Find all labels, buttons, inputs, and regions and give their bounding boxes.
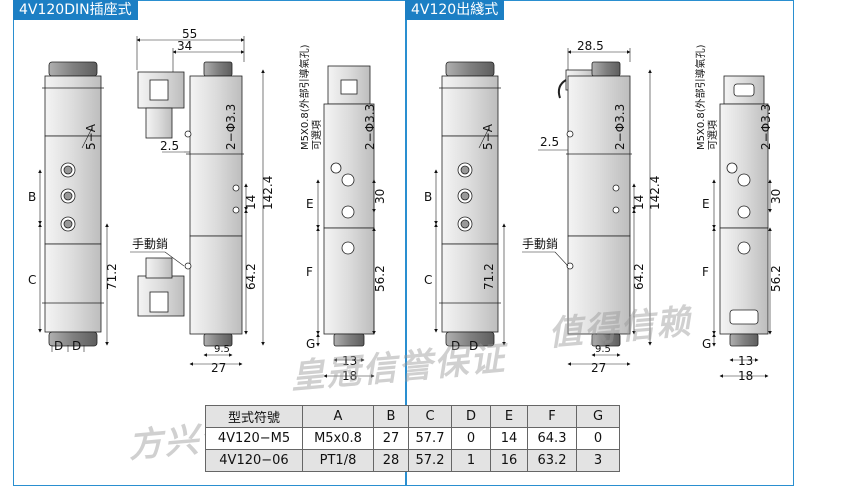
dim-G-right: G — [702, 337, 711, 351]
dim-71-2-right: 71.2 — [482, 263, 496, 290]
dim-C-left: C — [28, 273, 36, 287]
dim-30-left: 30 — [373, 189, 387, 204]
cell-C: 57.7 — [408, 427, 452, 450]
dim-30-right: 30 — [769, 189, 783, 204]
dim-F-right: F — [702, 265, 709, 279]
dim-5-A-left: 5−A — [84, 123, 98, 150]
dim-2phi-right: 2−Φ3.3 — [613, 104, 627, 150]
dim-142-4-right: 142.4 — [648, 176, 662, 210]
dim-64-2-right: 64.2 — [632, 263, 646, 290]
dim-9-5-right: 9.5 — [595, 344, 611, 355]
right-side-dims — [434, 127, 506, 346]
dim-E-left: E — [306, 197, 314, 211]
dim-34-left: 34 — [177, 39, 192, 53]
manual-pin-label-right: 手動銷 — [522, 236, 558, 251]
cell-F: 63.2 — [527, 449, 577, 472]
left-side-dims — [38, 127, 109, 352]
dim-18-left: 18 — [342, 369, 357, 383]
dim-13-left: 13 — [342, 354, 357, 368]
right-panel-frame — [405, 0, 794, 486]
dim-9-5-left: 9.5 — [214, 344, 230, 355]
left-panel-frame — [13, 0, 407, 486]
dim-D1-right: D — [451, 339, 460, 353]
right-end-dims — [712, 179, 772, 378]
dim-G-left: G — [306, 337, 315, 351]
dim-27-right: 27 — [591, 361, 606, 375]
dim-2phi-end-right: 2−Φ3.3 — [759, 104, 773, 150]
dim-2phi-left: 2−Φ3.3 — [224, 104, 238, 150]
dim-56-2-right: 56.2 — [769, 265, 783, 292]
dim-56-2-left: 56.2 — [373, 265, 387, 292]
cell-D: 1 — [451, 449, 491, 472]
optional-right: 可選項 — [706, 120, 719, 150]
left-front-view — [137, 61, 244, 347]
dim-55-left: 55 — [182, 27, 197, 41]
th-A: A — [302, 405, 374, 428]
cell-C: 57.2 — [408, 449, 452, 472]
dim-B-left: B — [28, 190, 36, 204]
th-D: D — [451, 405, 491, 428]
dim-14-right: 14 — [632, 195, 646, 210]
cell-B: 28 — [373, 449, 409, 472]
th-E: E — [490, 405, 528, 428]
dim-71-2-left: 71.2 — [105, 263, 119, 290]
left-end-dims — [316, 179, 376, 378]
dim-D2-left: D — [72, 339, 81, 353]
cell-A: PT1/8 — [302, 449, 374, 472]
cell-model: 4V120−06 — [205, 449, 303, 472]
manual-pin-label-left: 手動銷 — [132, 236, 168, 251]
dim-D1-left: D — [54, 339, 63, 353]
m5-note-right: M5X0.8(外部引導氣孔) — [694, 44, 707, 150]
dim-5-A-right: 5−A — [481, 123, 495, 150]
spec-table-header: 型式符號 A B C D E F G — [205, 405, 620, 428]
dim-2-5-right: 2.5 — [540, 135, 559, 149]
dim-2phi-end-left: 2−Φ3.3 — [363, 104, 377, 150]
dim-B-right: B — [424, 190, 432, 204]
left-front-dims — [130, 36, 265, 366]
m5-note-left: M5X0.8(外部引導氣孔) — [298, 44, 311, 150]
optional-left: 可選項 — [310, 120, 323, 150]
dim-18-right: 18 — [738, 369, 753, 383]
dim-C-right: C — [424, 273, 432, 287]
dim-F-left: F — [306, 265, 313, 279]
cell-B: 27 — [373, 427, 409, 450]
dim-14-left: 14 — [244, 195, 258, 210]
th-G: G — [576, 405, 620, 428]
cell-E: 16 — [490, 449, 528, 472]
dim-E-right: E — [702, 197, 710, 211]
left-end-view — [323, 65, 375, 347]
left-side-view — [42, 61, 104, 347]
dim-27-left: 27 — [211, 361, 226, 375]
table-row: 4V120−06 PT1/8 28 57.2 1 16 63.2 3 — [205, 449, 620, 472]
right-end-view — [719, 75, 769, 347]
th-B: B — [373, 405, 409, 428]
dim-13-right: 13 — [738, 354, 753, 368]
cell-G: 3 — [576, 449, 620, 472]
left-panel-title: 4V120DIN插座式 — [13, 0, 138, 20]
cell-E: 14 — [490, 427, 528, 450]
dim-2-5-left: 2.5 — [160, 139, 179, 153]
table-row: 4V120−M5 M5x0.8 27 57.7 0 14 64.3 0 — [205, 427, 620, 450]
cell-model: 4V120−M5 — [205, 427, 303, 450]
th-C: C — [408, 405, 452, 428]
cell-F: 64.3 — [527, 427, 577, 450]
dim-28-5-right: 28.5 — [577, 39, 604, 53]
dim-142-4-left: 142.4 — [261, 176, 275, 210]
cell-A: M5x0.8 — [302, 427, 374, 450]
right-panel-title: 4V120出綫式 — [405, 0, 505, 20]
right-front-dims — [522, 48, 652, 366]
dim-64-2-left: 64.2 — [244, 263, 258, 290]
spec-table: 型式符號 A B C D E F G 4V120−M5 M5x0.8 27 57… — [205, 405, 620, 472]
right-side-view — [439, 61, 501, 347]
right-front-view — [557, 61, 632, 347]
cell-G: 0 — [576, 427, 620, 450]
th-model: 型式符號 — [205, 405, 303, 428]
cell-D: 0 — [451, 427, 491, 450]
th-F: F — [527, 405, 577, 428]
dim-D2-right: D — [469, 339, 478, 353]
